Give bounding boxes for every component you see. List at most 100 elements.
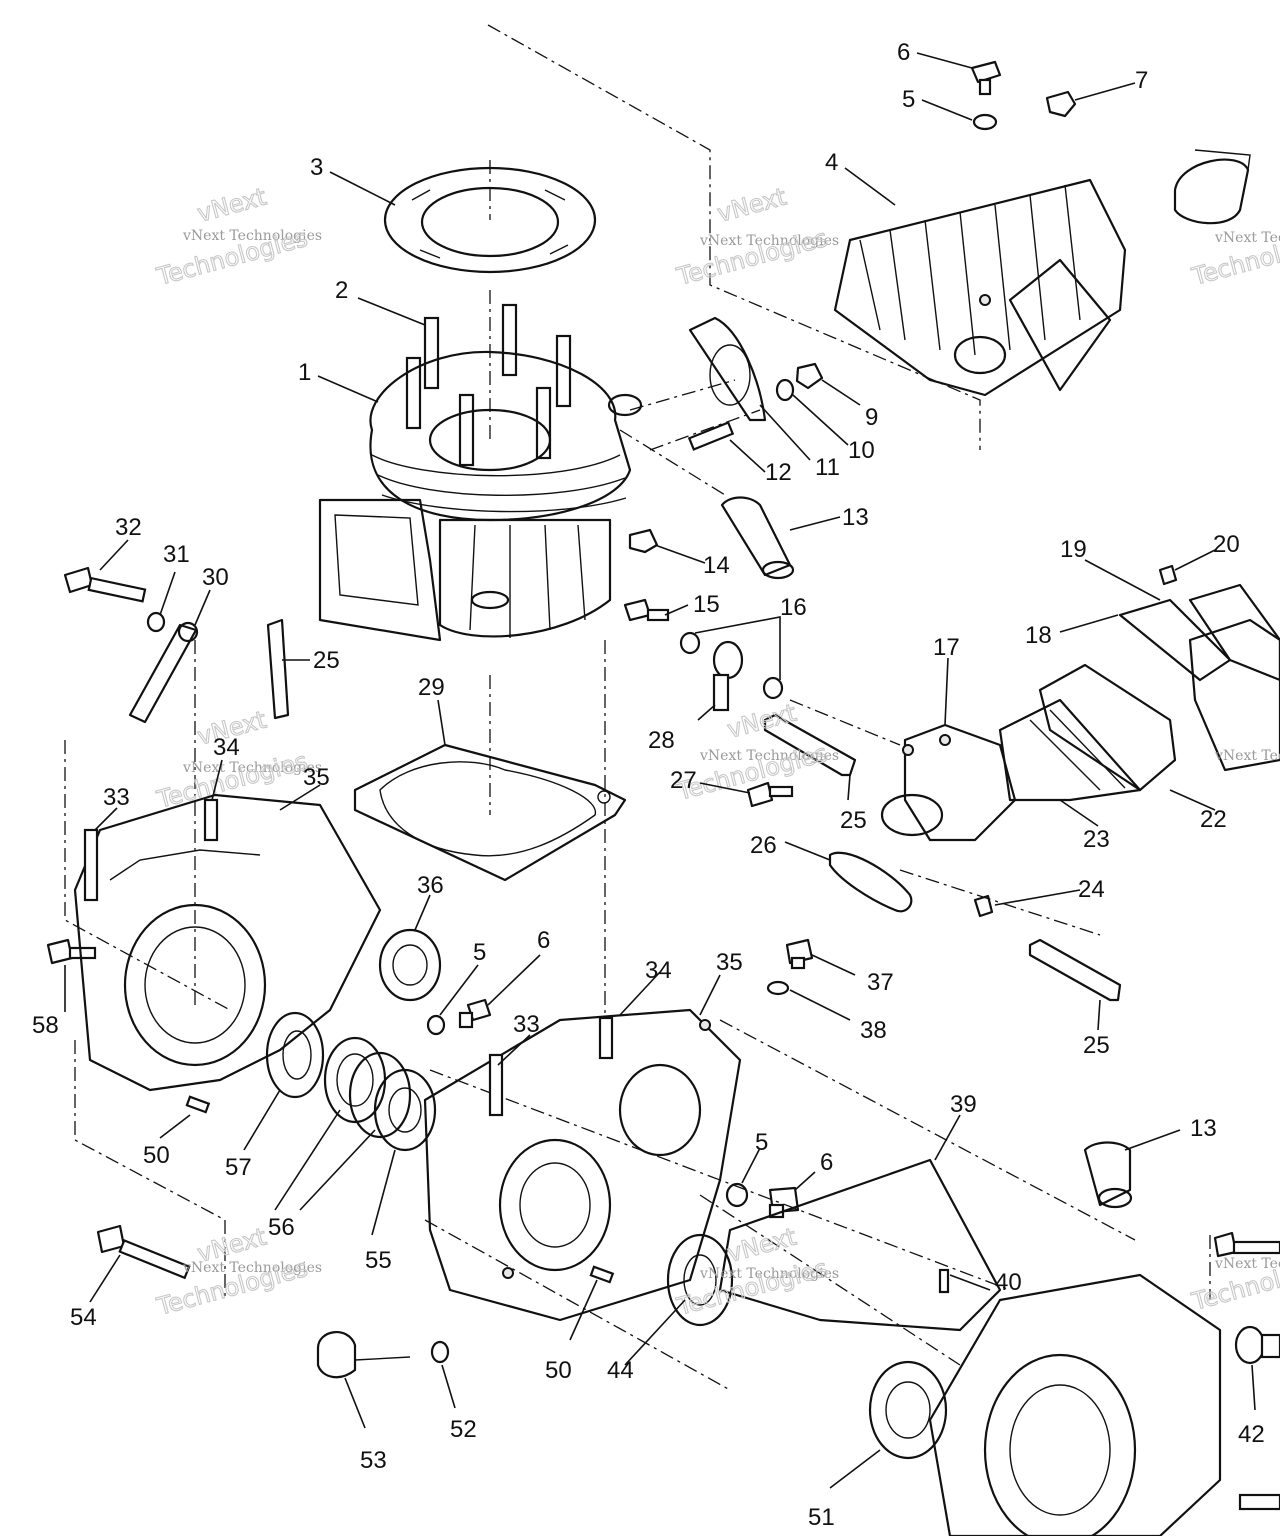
- bearings-56: [323, 1036, 412, 1139]
- callout-13-top: 13: [842, 504, 869, 531]
- callout-14: 14: [703, 552, 730, 579]
- watermark-1: vNext vNext Technologies Technologies: [153, 182, 322, 292]
- svg-text:vNext Technologies: vNext Technologies: [182, 228, 322, 244]
- callout-16: 16: [780, 594, 807, 621]
- callout-22: 22: [1200, 806, 1227, 833]
- crankcase-right-half: [423, 1008, 742, 1322]
- callout-5-right: 5: [755, 1129, 768, 1156]
- exhaust-gasket-11: [688, 316, 767, 422]
- cylinder: [318, 350, 643, 642]
- clamp-26: [828, 851, 913, 913]
- callout-7: 7: [1135, 67, 1148, 94]
- bolt-15: [623, 598, 670, 622]
- callout-6-left: 6: [537, 927, 550, 954]
- svg-text:vNext Technologies: vNext Technologies: [699, 1266, 839, 1282]
- svg-text:vNext: vNext: [194, 183, 269, 228]
- svg-text:vNext: vNext: [724, 699, 799, 744]
- nut-14: [628, 528, 659, 554]
- callout-42: 42: [1238, 1421, 1265, 1448]
- bolt-54: [96, 1224, 191, 1280]
- bearing-36: [378, 928, 442, 1002]
- callout-10: 10: [848, 437, 875, 464]
- watermark-9: vNext Technologies Technologies: [1188, 1248, 1280, 1316]
- pipe-13-lower: [1083, 1141, 1133, 1209]
- callout-33-right: 33: [513, 1011, 540, 1038]
- callout-30: 30: [202, 564, 229, 591]
- callout-27: 27: [670, 767, 697, 794]
- watermark-2: vNext vNext Technologies Technologies: [673, 182, 839, 292]
- callout-6-right: 6: [820, 1149, 833, 1176]
- bolt-6-left: [458, 998, 492, 1029]
- washer-5-left: [426, 1014, 446, 1036]
- svg-text:vNext Technologies: vNext Technologies: [182, 760, 322, 776]
- bolt-58: [46, 938, 97, 965]
- washer-38: [766, 980, 790, 996]
- callout-55: 55: [365, 1247, 392, 1274]
- screw-20: [1158, 564, 1178, 586]
- callout-25-left: 25: [313, 647, 340, 674]
- washer-10: [775, 378, 795, 402]
- callout-9: 9: [865, 404, 878, 431]
- callout-40: 40: [995, 1269, 1022, 1296]
- crankcase-cover-gasket-39: [718, 1158, 1002, 1332]
- callout-28: 28: [648, 727, 675, 754]
- callout-4: 4: [825, 149, 838, 176]
- washer-5-right: [725, 1182, 749, 1208]
- drain-bolt-37: [785, 938, 814, 970]
- callout-54: 54: [70, 1304, 97, 1331]
- pin-30: [128, 621, 199, 724]
- callout-17: 17: [933, 634, 960, 661]
- callout-50-right: 50: [545, 1357, 572, 1384]
- callout-29: 29: [418, 674, 445, 701]
- callout-35-left: 35: [303, 764, 330, 791]
- exhaust-pipe-13: [720, 496, 795, 580]
- washer-16-left: [679, 631, 701, 655]
- callout-25-mid: 25: [840, 807, 867, 834]
- svg-text:vNext Technologies: vNext Technologies: [699, 748, 839, 764]
- callout-38: 38: [860, 1017, 887, 1044]
- bolt-27: [746, 781, 794, 808]
- bolt-6-right: [768, 1186, 800, 1219]
- assembly-center-lines: [64, 24, 1211, 1391]
- callout-15: 15: [693, 591, 720, 618]
- nut-7: [1045, 90, 1077, 118]
- callout-20: 20: [1213, 531, 1240, 558]
- callout-26: 26: [750, 832, 777, 859]
- callout-53: 53: [360, 1447, 387, 1474]
- dowel-50-right: [589, 1265, 615, 1284]
- plug-53: [316, 1331, 411, 1379]
- seal-44: [666, 1233, 734, 1327]
- reed-plate-19: [1188, 583, 1280, 682]
- callout-13-bottom: 13: [1190, 1115, 1217, 1142]
- oring-52: [430, 1340, 450, 1364]
- callout-5-left: 5: [473, 939, 486, 966]
- crankcase-cover: [928, 1273, 1222, 1536]
- callout-6-top: 6: [897, 39, 910, 66]
- callout-19: 19: [1060, 536, 1087, 563]
- callout-12: 12: [765, 459, 792, 486]
- washer-16-right: [762, 676, 784, 700]
- nut-9: [795, 362, 824, 390]
- washer-31: [146, 611, 166, 633]
- callout-23: 23: [1083, 826, 1110, 853]
- head-bolt-6-top: [970, 60, 1002, 96]
- svg-text:vNext: vNext: [714, 183, 789, 228]
- callout-33-left: 33: [103, 784, 130, 811]
- dowel-40: [938, 1268, 950, 1294]
- svg-text:vNext Technologies: vNext Technologies: [699, 233, 839, 249]
- bolt-41: [1213, 1231, 1280, 1258]
- callout-57: 57: [225, 1154, 252, 1181]
- callout-34-right: 34: [645, 957, 672, 984]
- bolt-43: [1238, 1493, 1280, 1511]
- svg-text:Technologies: Technologies: [673, 1254, 830, 1321]
- reed-gasket-22: [1038, 663, 1177, 792]
- base-gasket: [353, 743, 627, 882]
- bolt-32: [63, 566, 147, 603]
- head-gasket: [383, 166, 597, 274]
- reed-valve-block-23: [998, 698, 1142, 802]
- svg-text:vNext Technologies: vNext Technologies: [182, 1260, 322, 1276]
- bearing-51: [868, 1360, 948, 1460]
- svg-text:vNext Technologies: vNext Technologies: [1214, 230, 1280, 246]
- callout-51: 51: [808, 1504, 835, 1531]
